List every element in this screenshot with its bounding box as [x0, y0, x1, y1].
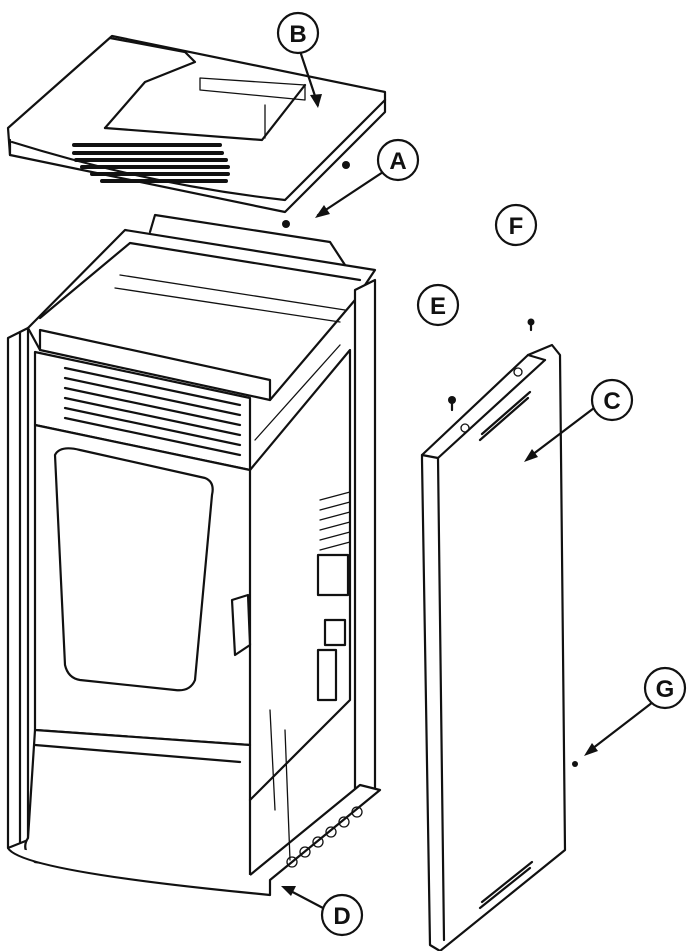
top-vent-slots: [72, 143, 230, 183]
side-panel: [420, 343, 567, 951]
callout-c: C: [590, 378, 634, 422]
base-holes: [286, 806, 363, 868]
leader-lines: [281, 43, 655, 910]
internal-mechanics: [269, 491, 351, 861]
callout-g: G: [643, 666, 687, 710]
callout-b-label: B: [289, 21, 306, 48]
screw-g-icon: [572, 761, 578, 767]
callout-a-label: A: [389, 148, 406, 175]
top-cover-panel: [6, 34, 387, 228]
callout-d-label: D: [333, 903, 350, 930]
callout-e: E: [416, 283, 460, 327]
callout-e-label: E: [430, 293, 446, 320]
callout-g-label: G: [656, 676, 675, 703]
callout-b: B: [276, 11, 320, 55]
stove-body: [6, 213, 382, 897]
front-grille: [63, 366, 242, 457]
callout-a: A: [376, 138, 420, 182]
callout-c-label: C: [603, 388, 620, 415]
callout-f-label: F: [509, 213, 524, 240]
screw-e-icon: [448, 396, 456, 412]
side-panel-top-slots: [478, 390, 532, 442]
side-panel-bottom-slots: [478, 860, 534, 910]
screw-f-icon: [527, 318, 535, 332]
callout-f: F: [494, 203, 538, 247]
callout-labels: B A F E C G D: [276, 11, 687, 937]
callout-d: D: [320, 893, 364, 937]
